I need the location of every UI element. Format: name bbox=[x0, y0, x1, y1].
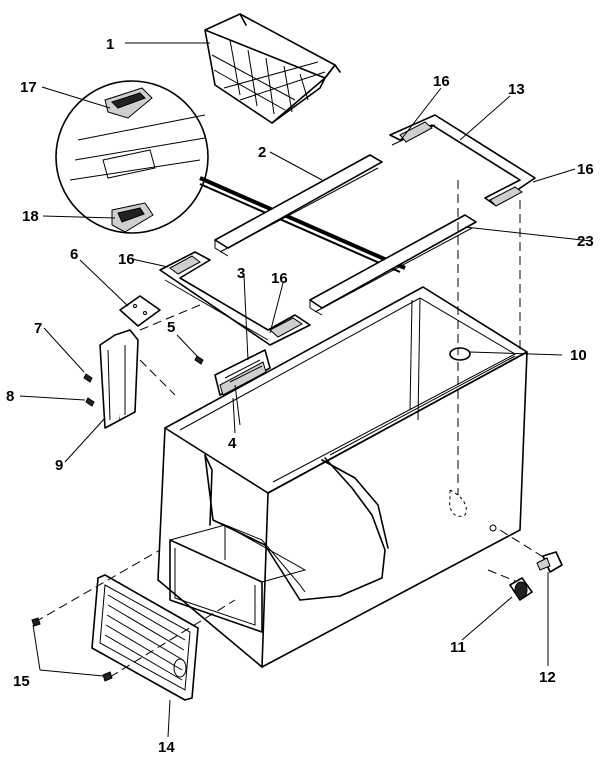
callout-16a: 16 bbox=[433, 73, 450, 90]
callout-11: 11 bbox=[450, 639, 466, 656]
callout-15: 15 bbox=[13, 673, 30, 690]
temperature-control bbox=[214, 349, 271, 426]
callout-16b: 16 bbox=[577, 161, 594, 178]
callout-4: 4 bbox=[228, 435, 237, 452]
callout-12: 12 bbox=[539, 669, 556, 686]
callout-18: 18 bbox=[22, 208, 39, 225]
callout-14: 14 bbox=[158, 739, 175, 756]
hinge-assembly bbox=[83, 295, 204, 429]
callout-2: 2 bbox=[258, 144, 266, 161]
callout-16c: 16 bbox=[118, 251, 135, 268]
callout-8: 8 bbox=[6, 388, 14, 405]
callout-6: 6 bbox=[70, 246, 78, 263]
callout-1: 1 bbox=[106, 36, 114, 53]
callout-5: 5 bbox=[167, 319, 175, 336]
leader-lines bbox=[19, 42, 592, 738]
detail-magnifier bbox=[55, 80, 406, 273]
callout-7: 7 bbox=[34, 320, 42, 337]
front-grille bbox=[31, 549, 236, 701]
callout-3: 3 bbox=[237, 265, 245, 282]
freezer-cabinet bbox=[157, 286, 528, 668]
drain-parts bbox=[449, 180, 563, 601]
callout-23: 23 bbox=[577, 233, 594, 250]
callout-16d: 16 bbox=[271, 270, 288, 287]
callout-13: 13 bbox=[508, 81, 525, 98]
breaker-strips bbox=[159, 114, 536, 346]
callout-labels: 1 17 18 2 16 13 16 23 6 16 3 16 5 7 8 4 … bbox=[6, 36, 594, 756]
callout-17: 17 bbox=[20, 79, 37, 96]
wire-basket bbox=[204, 13, 341, 124]
callout-9: 9 bbox=[55, 457, 63, 474]
callout-10: 10 bbox=[570, 347, 587, 364]
